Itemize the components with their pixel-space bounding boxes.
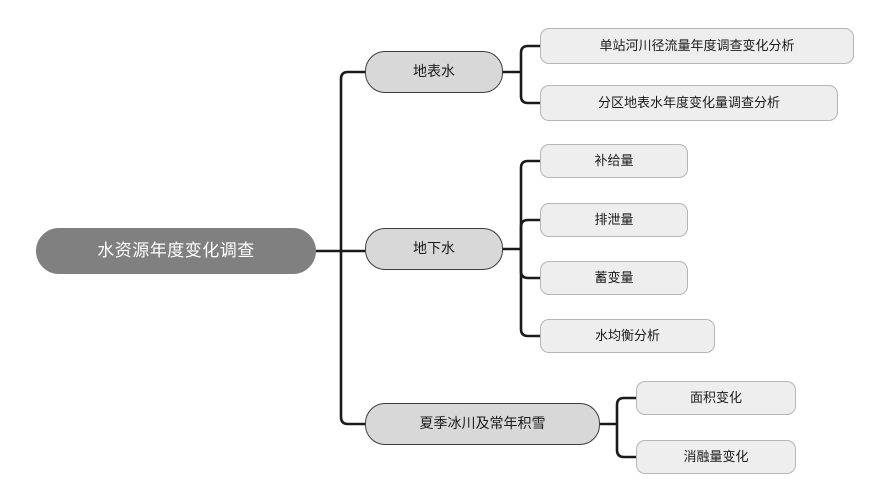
leaf-node-label: 补给量: [594, 153, 634, 169]
edge-groundwater-to-child-2: [519, 218, 540, 249]
leaf-node-area-change[interactable]: 面积变化: [636, 381, 796, 415]
leaf-node-recharge[interactable]: 补给量: [540, 144, 688, 178]
leaf-node-label: 单站河川径流量年度调查变化分析: [599, 38, 795, 54]
edge-surface-water-to-child-1: [519, 44, 540, 72]
leaf-node-label: 水均衡分析: [594, 328, 660, 344]
branch-node-label: 地下水: [413, 241, 455, 257]
edge-glacier-to-child-2: [615, 424, 636, 459]
leaf-node-label: 面积变化: [689, 390, 742, 406]
edge-groundwater-to-child-1: [519, 159, 540, 249]
branch-node-label: 地表水: [413, 64, 455, 80]
root-node[interactable]: 水资源年度变化调查: [36, 228, 316, 274]
edge-glacier-to-child-1: [615, 396, 636, 424]
edge-groundwater-to-child-4: [519, 249, 540, 338]
leaf-node-label: 排泄量: [594, 212, 634, 228]
leaf-node-storage-change[interactable]: 蓄变量: [540, 261, 688, 295]
edge-groundwater-to-child-3: [519, 249, 540, 280]
root-node-label: 水资源年度变化调查: [97, 240, 255, 261]
leaf-node-zoned-surface-water[interactable]: 分区地表水年度变化量调查分析: [540, 85, 838, 121]
edge-root-to-glacier: [339, 251, 365, 426]
leaf-node-single-station-runoff[interactable]: 单站河川径流量年度调查变化分析: [540, 28, 854, 64]
edge-root-to-surface-water: [339, 70, 365, 251]
edge-surface-water-to-child-2: [519, 72, 540, 105]
leaf-node-discharge[interactable]: 排泄量: [540, 203, 688, 237]
leaf-node-label: 蓄变量: [594, 270, 634, 286]
branch-node-groundwater[interactable]: 地下水: [365, 228, 503, 270]
leaf-node-label: 消融量变化: [683, 449, 749, 465]
leaf-node-ablation-change[interactable]: 消融量变化: [636, 440, 796, 474]
leaf-node-label: 分区地表水年度变化量调查分析: [597, 95, 780, 111]
branch-node-summer-glacier-snow[interactable]: 夏季冰川及常年积雪: [365, 403, 600, 445]
branch-node-label: 夏季冰川及常年积雪: [419, 416, 546, 432]
branch-node-surface-water[interactable]: 地表水: [365, 51, 503, 93]
leaf-node-water-balance-analysis[interactable]: 水均衡分析: [540, 319, 715, 353]
